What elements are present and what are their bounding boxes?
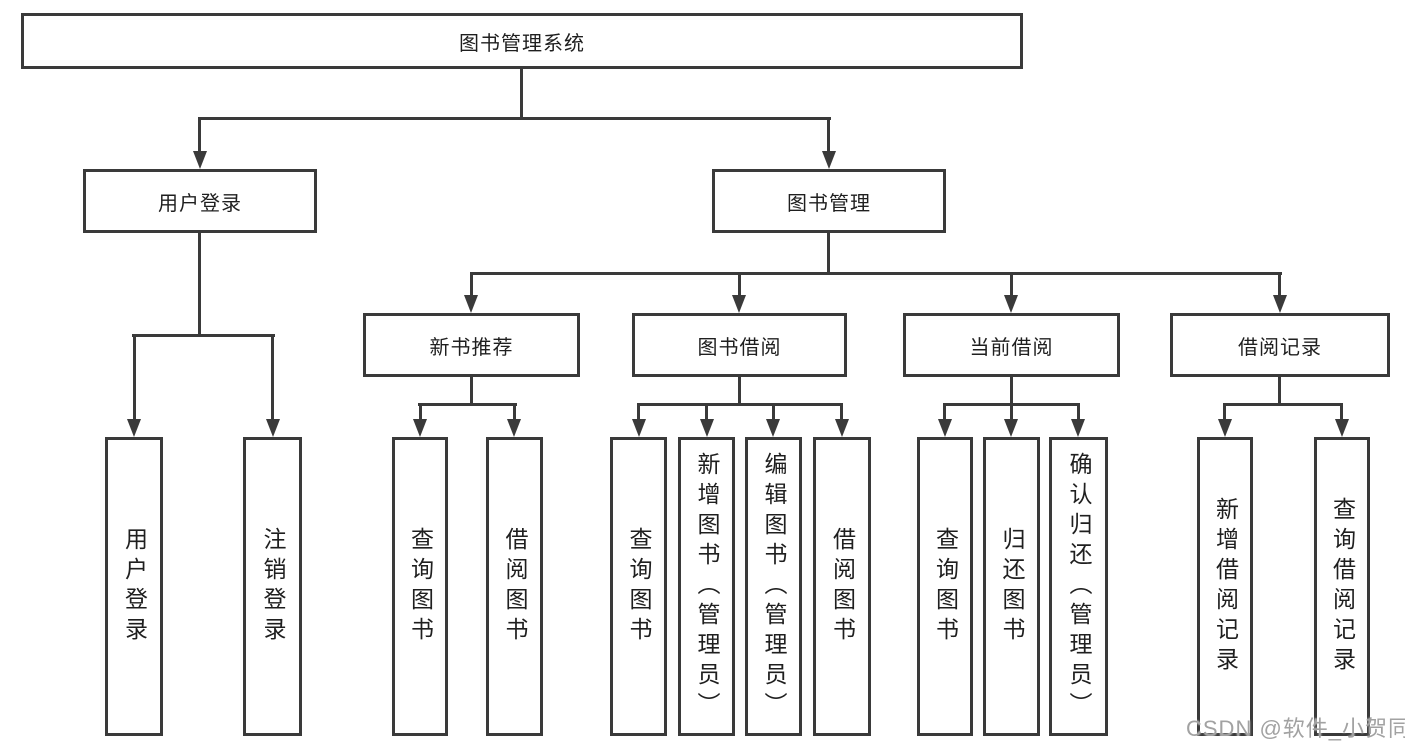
leaf-borrow-add-book-label: 新增图书（管理员） <box>694 451 720 722</box>
connector-book-borrow-span <box>637 403 843 406</box>
leaf-newbook-borrow-label: 借阅图书 <box>502 526 528 647</box>
leaf-current-confirm-return: 确认归还（管理员） <box>1049 437 1108 736</box>
arrow-down-icon <box>938 419 952 437</box>
arrow-down-icon <box>413 419 427 437</box>
leaf-borrow-edit-book-label: 编辑图书（管理员） <box>761 451 787 722</box>
node-borrow-record-label: 借阅记录 <box>1238 336 1322 359</box>
node-book-management-label: 图书管理 <box>787 192 871 215</box>
connector-to-leaf <box>637 403 640 421</box>
arrow-down-icon <box>1335 419 1349 437</box>
arrow-down-icon <box>127 419 141 437</box>
connector-to-current-borrow <box>1010 272 1013 297</box>
node-new-book-recommend-label: 新书推荐 <box>429 336 514 359</box>
connector-root-trunk <box>520 68 523 120</box>
arrow-down-icon <box>1273 295 1287 313</box>
node-book-borrow: 图书借阅 <box>632 313 847 377</box>
node-root-label: 图书管理系统 <box>459 32 585 55</box>
leaf-user-login: 用户登录 <box>105 437 163 736</box>
connector-to-leaf <box>705 403 708 421</box>
connector-to-book-borrow <box>738 272 741 297</box>
connector-book-management-trunk <box>827 233 830 275</box>
connector-to-leaf <box>772 403 775 421</box>
leaf-record-query: 查询借阅记录 <box>1314 437 1370 736</box>
arrow-down-icon <box>732 295 746 313</box>
connector-borrow-record-span <box>1223 403 1343 406</box>
connector-to-leaf <box>1077 403 1080 421</box>
arrow-down-icon <box>766 419 780 437</box>
node-user-login-label: 用户登录 <box>158 192 242 215</box>
arrow-down-icon <box>822 151 836 169</box>
arrow-down-icon <box>464 295 478 313</box>
leaf-newbook-query-label: 查询图书 <box>407 526 434 647</box>
connector-to-leaf <box>1340 403 1343 421</box>
connector-to-leaf <box>840 403 843 421</box>
connector-to-new-book-recommend <box>470 272 473 297</box>
arrow-down-icon <box>835 419 849 437</box>
arrow-down-icon <box>266 419 280 437</box>
connector-book-borrow-trunk <box>738 377 741 406</box>
leaf-borrow-edit-book: 编辑图书（管理员） <box>745 437 802 736</box>
connector-book-management-span <box>470 272 1282 275</box>
connector-to-leaf <box>513 403 516 421</box>
node-current-borrow: 当前借阅 <box>903 313 1120 377</box>
connector-to-leaf <box>943 403 946 421</box>
leaf-borrow-borrow-book-label: 借阅图书 <box>829 526 856 647</box>
leaf-borrow-add-book: 新增图书（管理员） <box>678 437 735 736</box>
connector-new-book-span <box>418 403 517 406</box>
leaf-current-query: 查询图书 <box>917 437 973 736</box>
node-user-login: 用户登录 <box>83 169 317 233</box>
connector-to-borrow-record <box>1278 272 1281 297</box>
leaf-current-return: 归还图书 <box>983 437 1040 736</box>
leaf-current-return-label: 归还图书 <box>999 526 1025 647</box>
leaf-logout: 注销登录 <box>243 437 302 736</box>
arrow-down-icon <box>1071 419 1085 437</box>
connector-current-borrow-trunk <box>1010 377 1013 406</box>
leaf-record-query-label: 查询借阅记录 <box>1329 496 1356 677</box>
connector-to-leaf <box>419 403 422 421</box>
arrow-down-icon <box>632 419 646 437</box>
leaf-newbook-borrow: 借阅图书 <box>486 437 543 736</box>
node-book-management: 图书管理 <box>712 169 946 233</box>
leaf-borrow-query-label: 查询图书 <box>626 526 652 647</box>
arrow-down-icon <box>1218 419 1232 437</box>
leaf-current-query-label: 查询图书 <box>932 526 959 647</box>
arrow-down-icon <box>1004 295 1018 313</box>
leaf-record-add: 新增借阅记录 <box>1197 437 1253 736</box>
leaf-borrow-query: 查询图书 <box>610 437 667 736</box>
arrow-down-icon <box>193 151 207 169</box>
connector-root-span <box>198 117 831 120</box>
connector-to-leaf-logout <box>271 334 274 421</box>
connector-user-login-span <box>132 334 275 337</box>
node-current-borrow-label: 当前借阅 <box>969 336 1054 359</box>
leaf-newbook-query: 查询图书 <box>392 437 448 736</box>
connector-root-to-user-login <box>198 117 201 153</box>
connector-to-leaf-user-login <box>133 334 136 421</box>
node-book-borrow-label: 图书借阅 <box>697 336 782 359</box>
leaf-current-confirm-return-label: 确认归还（管理员） <box>1066 451 1092 722</box>
leaf-record-add-label: 新增借阅记录 <box>1212 496 1239 677</box>
leaf-user-login-label: 用户登录 <box>121 526 148 647</box>
node-borrow-record: 借阅记录 <box>1170 313 1390 377</box>
arrow-down-icon <box>700 419 714 437</box>
connector-root-to-book-management <box>827 117 830 153</box>
node-new-book-recommend: 新书推荐 <box>363 313 580 377</box>
connector-to-leaf <box>1010 403 1013 421</box>
connector-to-leaf <box>1223 403 1226 421</box>
connector-borrow-record-trunk <box>1278 377 1281 406</box>
connector-user-login-trunk <box>198 232 201 337</box>
csdn-watermark: CSDN @软件_小贺同学 <box>1186 716 1405 741</box>
leaf-borrow-borrow-book: 借阅图书 <box>813 437 871 736</box>
leaf-logout-label: 注销登录 <box>260 526 286 647</box>
node-root: 图书管理系统 <box>21 13 1023 69</box>
arrow-down-icon <box>507 419 521 437</box>
arrow-down-icon <box>1004 419 1018 437</box>
connector-new-book-trunk <box>470 377 473 406</box>
